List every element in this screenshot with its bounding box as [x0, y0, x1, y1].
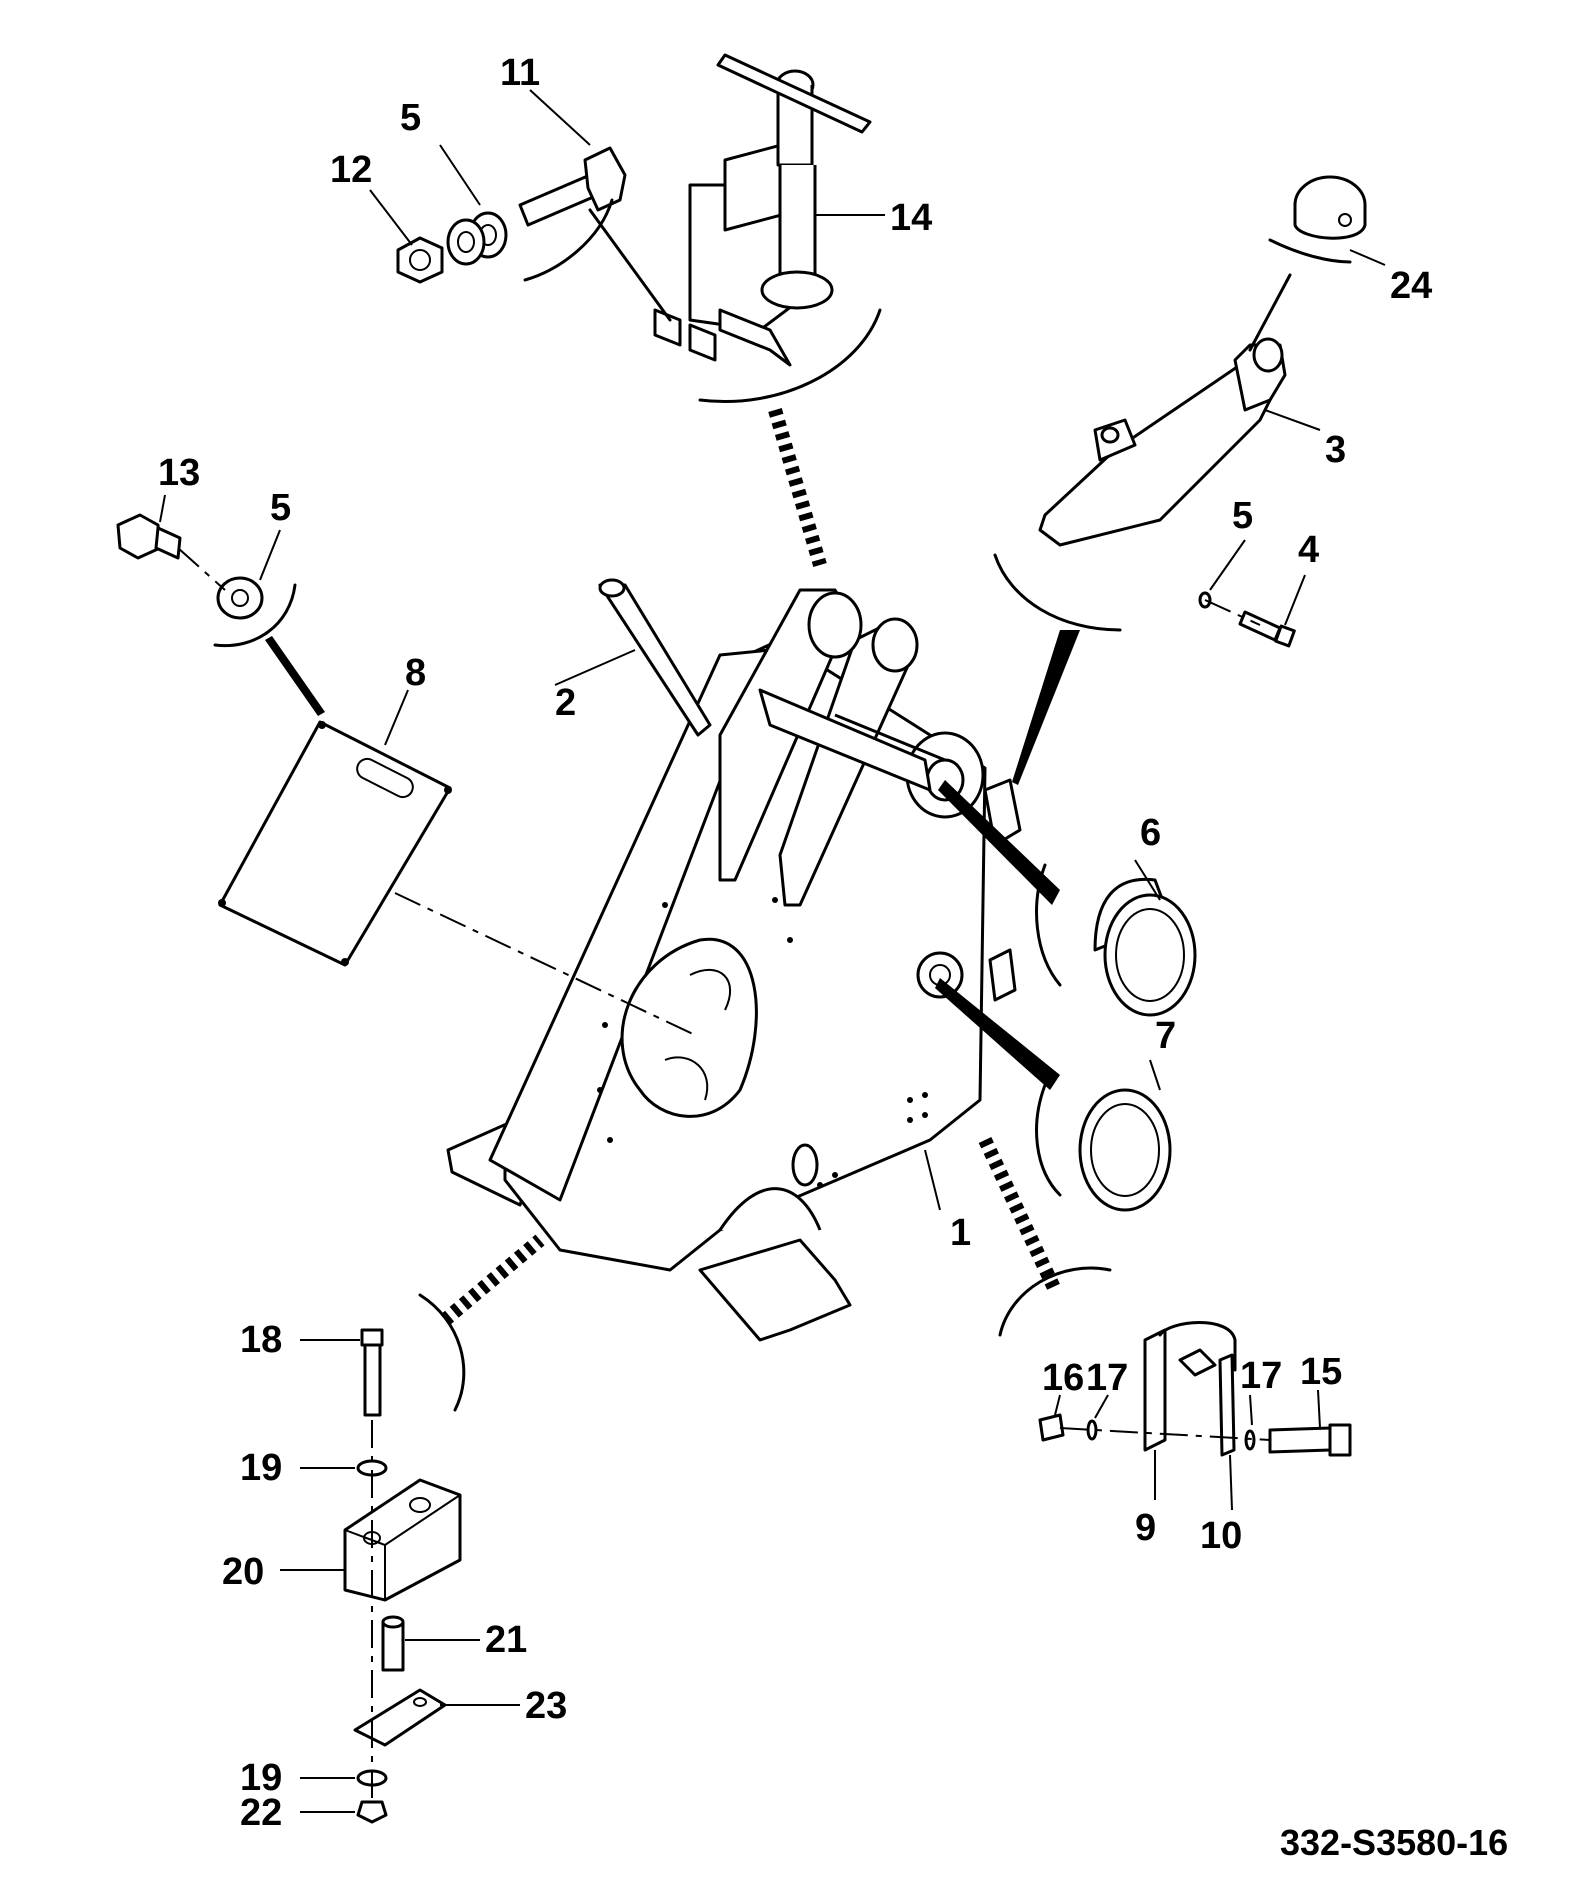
- label-23: 23: [525, 1685, 567, 1727]
- pointer-6: [938, 780, 1060, 905]
- callout-circle-top: [698, 308, 882, 403]
- part-3-tube: [1038, 337, 1287, 547]
- leader-11-a: [588, 208, 672, 322]
- label-13: 13: [158, 452, 200, 494]
- part-24-cap: [1293, 175, 1367, 240]
- label-10: 10: [1200, 1515, 1242, 1557]
- leader-24-link: [1248, 273, 1292, 352]
- label-1: 1: [950, 1212, 971, 1254]
- drawing-code: 332-S3580-16: [1280, 1822, 1508, 1863]
- label-8: 8: [405, 652, 426, 694]
- label-22: 22: [240, 1792, 282, 1834]
- part-labels: 11 5 12 14 24 3 5 4 13 5 8 2 6 7 1 18 19…: [158, 52, 1508, 1863]
- pointer-8: [265, 636, 325, 716]
- dash-link-bottom-right: [978, 1137, 1062, 1293]
- label-17-right: 17: [1240, 1355, 1282, 1397]
- part-5-washers-top: [446, 211, 508, 266]
- part-15-bolt: [1268, 1423, 1352, 1457]
- label-16: 16: [1042, 1357, 1084, 1399]
- dash-axis-bottom-right: [1059, 1427, 1271, 1441]
- part-22-nut: [356, 1800, 388, 1824]
- pointer-7: [935, 978, 1060, 1090]
- label-5-right: 5: [1232, 495, 1253, 537]
- label-17-left: 17: [1086, 1357, 1128, 1399]
- label-15: 15: [1300, 1351, 1342, 1393]
- label-18: 18: [240, 1319, 282, 1361]
- part-11-bolt: [518, 146, 627, 227]
- callout-circle-3: [993, 553, 1122, 632]
- part-16-nut: [1038, 1413, 1065, 1442]
- part-17-washer-left: [1086, 1419, 1098, 1441]
- label-21: 21: [485, 1619, 527, 1661]
- main-frame: [446, 588, 1022, 1342]
- part-2-rod: [598, 578, 712, 737]
- label-9: 9: [1135, 1507, 1156, 1549]
- callout-circle-top-left: [523, 198, 614, 282]
- part-4-bolt: [1238, 610, 1296, 648]
- label-24: 24: [1390, 265, 1432, 307]
- label-5-top: 5: [400, 97, 421, 139]
- callout-circle-24: [1268, 238, 1352, 264]
- part-9-bracket: [1143, 1321, 1237, 1452]
- part-13-bolt: [116, 513, 182, 560]
- label-12: 12: [330, 149, 372, 191]
- part-23-plate: [353, 1688, 447, 1747]
- pointer-3: [1012, 630, 1080, 785]
- dash-13: [177, 547, 226, 591]
- dash-link-bottom-left: [440, 1234, 545, 1326]
- part-8-cover-plate: [218, 720, 696, 1036]
- part-14-jack: [653, 53, 872, 367]
- label-4: 4: [1298, 529, 1319, 571]
- label-7: 7: [1155, 1015, 1176, 1057]
- label-3: 3: [1325, 429, 1346, 471]
- label-5-left: 5: [270, 487, 291, 529]
- label-19-top: 19: [240, 1447, 282, 1489]
- part-20-block: [343, 1478, 462, 1602]
- part-21-spacer: [381, 1615, 405, 1672]
- label-19-bottom: 19: [240, 1757, 282, 1799]
- part-17-washer-right: [1244, 1429, 1256, 1451]
- label-2: 2: [555, 682, 576, 724]
- callout-circle-bottom-right: [998, 1266, 1112, 1337]
- label-20: 20: [222, 1551, 264, 1593]
- label-6: 6: [1140, 812, 1161, 854]
- dash-link-top: [768, 408, 827, 567]
- part-10-plate: [1218, 1353, 1236, 1457]
- part-5-washer-left: [216, 576, 264, 620]
- label-11: 11: [500, 52, 540, 94]
- label-14: 14: [890, 197, 932, 239]
- dash-4: [1204, 599, 1261, 626]
- leader-lines: [159, 89, 1386, 1813]
- part-7-bushing: [1035, 1083, 1172, 1212]
- callout-circle-13: [213, 583, 297, 648]
- part-18-screw: [360, 1328, 384, 1417]
- callout-circle-bottom-left: [418, 1293, 466, 1412]
- part-12-nut: [396, 236, 444, 284]
- part-6-bushing: [1035, 863, 1197, 1017]
